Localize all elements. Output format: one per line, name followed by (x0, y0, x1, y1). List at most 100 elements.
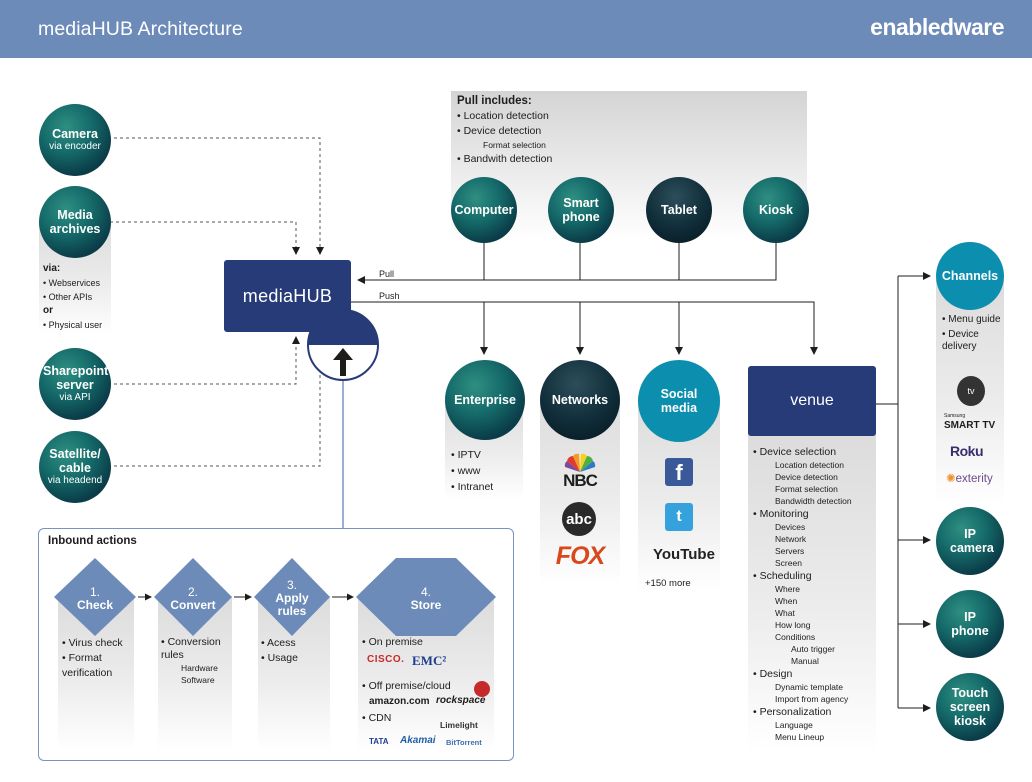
rackspace-mark-icon (474, 681, 490, 697)
enterprise-title: Enterprise (454, 393, 516, 407)
nbc-logo: NBC (563, 471, 598, 490)
sharepoint-subtitle: via API (59, 392, 91, 403)
satellite-subtitle: via headend (47, 475, 103, 486)
list-item: • Format verification (62, 652, 113, 679)
step-number: 2. (187, 584, 198, 599)
pull-label: Pull (379, 269, 395, 279)
ip-camera-output: IP camera (936, 507, 1004, 575)
kiosk-output-label: Touch screen kiosk (949, 686, 991, 728)
mediahub-label: mediaHUB (242, 285, 333, 306)
via-label: via: (43, 263, 61, 274)
venue-panel (748, 432, 876, 752)
sharepoint-title: Sharepoint server (43, 364, 109, 392)
check-diamond (54, 558, 136, 636)
social-media-destination: Social media (638, 360, 720, 442)
youtube-logo-text: YouTube (653, 546, 715, 563)
list-subitem: Device detection (775, 472, 838, 482)
store-group-label: • Off premise/cloud (362, 680, 451, 692)
pull-item: Location detection (457, 109, 552, 124)
smart-tv-logo: SMART TV (944, 420, 996, 431)
satellite-title: Satellite/ cable (49, 447, 101, 475)
convert-step: 2. Convert (158, 568, 228, 628)
list-item: • Usage (261, 652, 298, 664)
step-label: Apply rules (275, 591, 309, 618)
ip-phone-label: IP phone (951, 610, 989, 638)
list-subitem: Screen (775, 558, 802, 568)
list-item: • Design (753, 668, 793, 680)
header-bar (0, 0, 1032, 58)
list-subitem: Menu Lineup (775, 732, 825, 742)
apple-tv-icon: tv (957, 376, 985, 406)
list-item: • Personalization (753, 706, 832, 718)
push-label: Push (379, 291, 400, 301)
channels-title: Channels (941, 269, 999, 283)
list-subitem: Import from agency (775, 694, 849, 704)
list-subitem: Language (775, 720, 813, 730)
enterprise-items: IPTV www Intranet (451, 447, 494, 495)
networks-title: Networks (551, 393, 609, 407)
enterprise-item: IPTV (451, 447, 493, 463)
pull-includes-list: Pull includes: Location detection Device… (457, 94, 552, 167)
ip-camera-label: IP camera (950, 527, 994, 555)
computer-device: Computer (451, 177, 517, 243)
channels-output: Channels (936, 242, 1004, 310)
list-subitem: Devices (775, 522, 806, 532)
list-subitem: Manual (791, 656, 819, 666)
apple-tv-icon-text: tv (967, 386, 975, 396)
via-item: Other APIs (43, 290, 113, 304)
pull-item: Device detection (457, 124, 552, 139)
computer-label: Computer (454, 203, 514, 217)
list-subitem: Location detection (775, 460, 844, 470)
archives-title: Media archives (49, 208, 101, 236)
store-hexagon (356, 558, 496, 636)
list-subitem: Conditions (775, 632, 816, 642)
list-subitem: Dynamic template (775, 682, 844, 692)
abc-logo: abc (562, 502, 596, 536)
list-subitem: Servers (775, 546, 805, 556)
media-archives-source: Media archives (39, 186, 111, 258)
pull-subitem: Format selection (483, 140, 546, 150)
store-step: 4. Store (390, 568, 462, 628)
samsung-label: Samsung (944, 413, 966, 419)
cisco-logo: CISCO. (367, 654, 405, 665)
step-number: 4. (420, 584, 431, 599)
check-items: • Virus check• Format verification (62, 636, 136, 681)
kiosk-device: Kiosk (743, 177, 809, 243)
step-number: 3. (286, 578, 297, 592)
on-premise-label: On premise (368, 636, 423, 648)
pull-line (357, 242, 777, 284)
exterity-logo-text: exterity (955, 473, 993, 485)
social-more: +150 more (645, 578, 691, 589)
inbound-title: Inbound actions (48, 535, 137, 547)
social-title: Social media (660, 387, 698, 415)
up-arrow-icon (333, 348, 353, 376)
camera-connector (108, 137, 324, 255)
venue-box: venue (748, 366, 876, 436)
emc-logo: EMC² (412, 653, 447, 668)
fox-logo: FOX (555, 542, 605, 570)
amazon-logo: amazon.com (369, 696, 430, 707)
apply-rules-items: • Acess• Usage (261, 636, 331, 666)
exterity-mark-icon: ✺ (946, 473, 956, 485)
facebook-icon-text: f (675, 460, 683, 485)
archives-notes: via: Webservices Other APIs or Physical … (43, 262, 113, 332)
push-line (351, 301, 818, 355)
step-label: Check (76, 597, 114, 612)
via-item: Webservices (43, 276, 113, 290)
roku-logo: Roku (950, 443, 984, 459)
cdn-label: CDN (368, 712, 392, 724)
or-item: Physical user (43, 318, 113, 332)
pull-item: Bandwith detection (457, 152, 553, 167)
archives-connector (110, 221, 300, 255)
apply-rules-step: 3. Apply rules (262, 568, 322, 628)
enterprise-item: Intranet (451, 479, 494, 495)
pull-includes-title: Pull includes: (457, 95, 532, 107)
page-title: mediaHUB Architecture (38, 18, 243, 40)
camera-title: Camera (52, 127, 98, 141)
list-subitem: How long (775, 620, 811, 630)
or-label: or (43, 305, 53, 316)
inbound-flow (54, 558, 496, 636)
